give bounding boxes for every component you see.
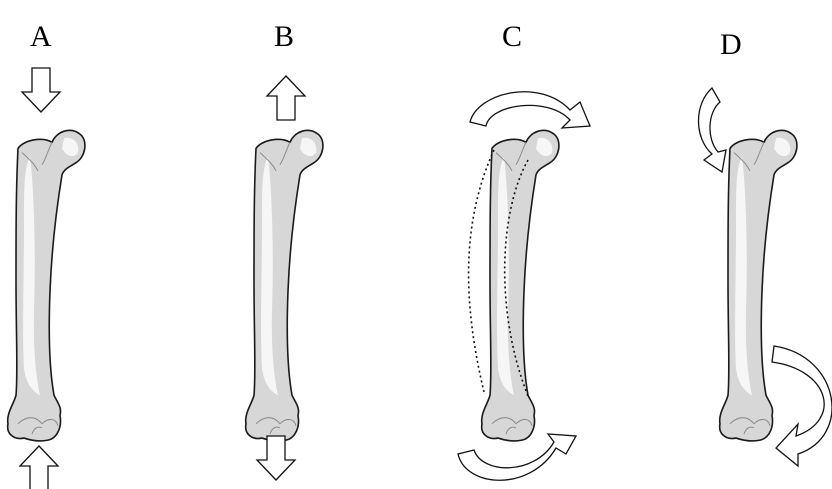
curved-arrow-top-icon [470,92,590,128]
panel-d: D [699,28,832,466]
panel-label-b: B [274,20,294,53]
femur-bone-b [246,130,323,441]
compression-arrow-top-icon [22,68,60,112]
panel-c: C [458,20,590,480]
femur-bone-c [482,130,559,441]
panel-label-d: D [720,28,742,61]
femur-bone-d [720,130,797,441]
panel-label-c: C [502,20,522,53]
panel-label-a: A [30,20,52,53]
tension-arrow-bottom-icon [257,436,295,480]
femur-bone-a [8,130,85,441]
panel-b: B [246,20,323,480]
twist-arrow-bottom-icon [772,346,832,466]
compression-arrow-bottom-icon [20,446,58,489]
panel-a: A [8,20,85,489]
twist-arrow-top-icon [699,88,727,172]
tension-arrow-top-icon [267,76,305,120]
